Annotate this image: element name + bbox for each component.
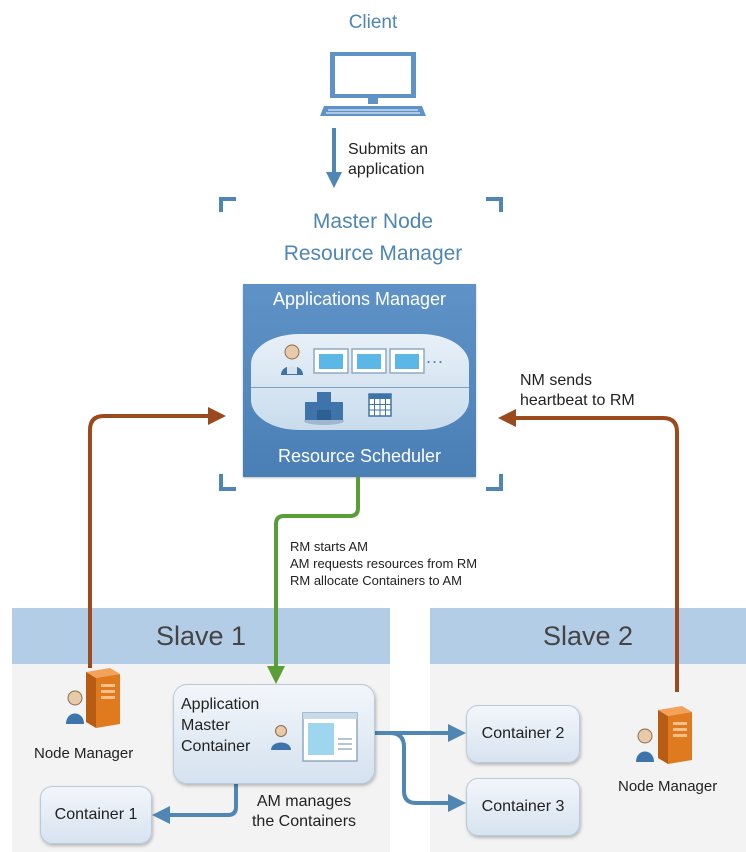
resource-scheduler-title: Resource Scheduler [277, 446, 442, 466]
heartbeat-line2: heartbeat to RM [520, 392, 635, 409]
heartbeat-line1: NM sends [520, 372, 593, 389]
client-computer-icon [320, 52, 426, 116]
heartbeat-arrow-right [514, 416, 679, 692]
server-cluster-icon [304, 392, 344, 425]
submit-arrow [326, 128, 342, 188]
slave2-node-manager-label: Node Manager [618, 778, 718, 795]
am-manages-label: AM manages the Containers [237, 792, 371, 832]
slave1-node-manager-label: Node Manager [34, 745, 134, 762]
am-to-container3-arrow [389, 731, 450, 805]
application-window-icons [313, 348, 425, 374]
submit-label-line2: application [348, 161, 425, 178]
user-icon [271, 725, 291, 750]
master-title-line2: Resource Manager [283, 242, 463, 265]
flow-line-1: RM starts AM [290, 539, 369, 554]
applications-manager-title: Applications Manager [272, 289, 447, 309]
slave1-title: Slave 1 [12, 608, 390, 664]
rm-am-flow-text: RM starts AM AM requests resources from … [290, 538, 477, 589]
application-window-icon [302, 712, 358, 762]
rm-to-am-arrow [274, 477, 360, 668]
user-icon [281, 344, 303, 375]
master-title-line1: Master Node [312, 210, 434, 233]
slave2-title: Slave 2 [430, 608, 746, 664]
flow-line-2: AM requests resources from RM [290, 556, 478, 571]
am-manages-line1: AM manages [256, 793, 352, 810]
master-node-title: Master Node Resource Manager [245, 206, 501, 270]
am-to-container1-arrow [168, 784, 238, 817]
am-label-line2: Master [181, 717, 230, 734]
container-1: Container 1 [40, 786, 152, 844]
server-icon [66, 668, 120, 728]
am-manages-line2: the Containers [251, 813, 357, 830]
calendar-icon [368, 393, 392, 417]
am-label-line3: Container [181, 738, 251, 755]
container-2: Container 2 [466, 705, 580, 763]
submit-label: Submits an application [348, 140, 428, 180]
submit-label-line1: Submits an [348, 141, 429, 158]
am-label-line1: Application [181, 696, 260, 713]
heartbeat-label: NM sends heartbeat to RM [520, 371, 635, 411]
am-container-label: Application Master Container [181, 694, 259, 757]
heartbeat-arrow-left [88, 414, 210, 668]
rm-band-divider [251, 387, 469, 388]
container-3: Container 3 [466, 778, 580, 836]
server-icon [636, 706, 692, 764]
client-label: Client [348, 12, 398, 33]
more-ellipsis: ... [426, 347, 445, 367]
flow-line-3: RM allocate Containers to AM [290, 573, 462, 588]
